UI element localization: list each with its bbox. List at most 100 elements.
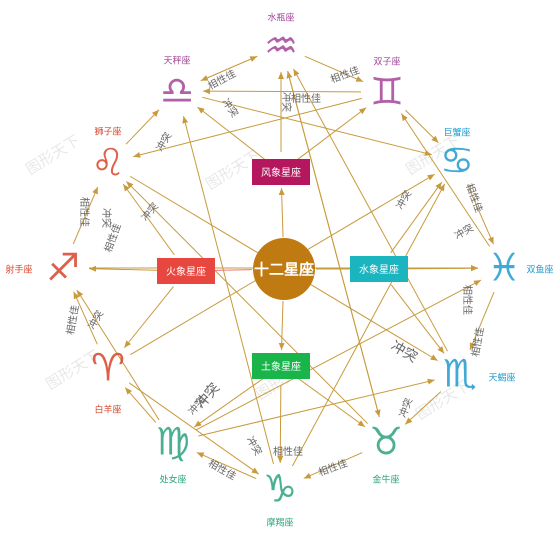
relation-arrow: [400, 113, 491, 247]
relation-arrow: [133, 97, 362, 158]
conflict-label: 冲突: [100, 208, 113, 228]
taurus-glyph-icon: ♉: [369, 420, 403, 464]
group-box-fire: 火象星座: [157, 258, 215, 284]
relation-arrow: [125, 181, 369, 424]
relation-arrow: [128, 382, 260, 475]
leo-label: 狮子座: [94, 126, 121, 138]
relation-arrow: [125, 109, 160, 145]
relation-arrow: [122, 183, 175, 256]
conflict-label: 冲突: [452, 221, 476, 242]
relation-arrow: [195, 279, 482, 431]
sign-gemini: ♊ 双子座: [370, 56, 404, 114]
compatible-label: 相性佳: [273, 445, 303, 458]
relation-arrow: [303, 452, 363, 479]
compatible-label: 相性佳: [463, 182, 485, 215]
compatible-label: 相性佳: [78, 197, 91, 227]
center-node: 十二星座: [253, 238, 315, 300]
relation-arrow: [404, 391, 442, 425]
gemini-label: 双子座: [373, 56, 400, 68]
scorpio-glyph-icon: ♏: [443, 352, 477, 396]
sign-aries: ♈ 白羊座: [91, 346, 125, 416]
taurus-label: 金牛座: [372, 474, 399, 486]
group-box-earth: 土象星座: [252, 353, 310, 379]
relation-arrow: [469, 291, 495, 351]
relation-arrow: [202, 96, 432, 156]
conflict-label: 冲突: [85, 308, 106, 332]
conflict-label: 冲突: [138, 200, 161, 224]
conflict-label: 冲突: [244, 434, 265, 458]
group-box-water: 水象星座: [350, 256, 408, 282]
conflict-label: 冲突: [219, 96, 241, 120]
sagittarius-label: 射手座: [5, 264, 32, 276]
relation-arrow: [466, 184, 495, 245]
sign-aquarius: ♒水瓶座: [264, 12, 298, 68]
compatible-label: 相性佳: [317, 456, 350, 478]
relation-arrow: [202, 88, 362, 95]
sign-capricorn: ♑ 摩羯座: [263, 467, 297, 529]
watermark-text: 图形天下: [23, 131, 83, 178]
compatible-label: 相性佳: [205, 67, 238, 93]
relation-arrow: [182, 116, 274, 464]
relation-arrow: [405, 109, 439, 144]
conflict-label: 冲突: [280, 92, 293, 112]
virgo-label: 处女座: [159, 474, 186, 486]
relation-arrow: [76, 289, 160, 421]
sign-taurus: ♉ 金牛座: [369, 420, 403, 486]
capricorn-glyph-icon: ♑: [263, 467, 297, 511]
relation-arrow: [198, 378, 435, 437]
sagittarius-glyph-icon: ♐: [46, 246, 80, 290]
compatible-label: 相性佳: [206, 456, 238, 482]
relation-arrow: [277, 385, 284, 464]
libra-glyph-icon: ♎: [160, 69, 194, 113]
relation-arrow: [286, 71, 380, 417]
sign-pisces: ♓ 双鱼座: [487, 246, 554, 290]
pisces-label: 双鱼座: [526, 264, 553, 276]
conflict-label: 冲突: [153, 130, 174, 154]
center-label: 十二星座: [254, 261, 314, 279]
relation-arrow: [278, 187, 285, 238]
sign-libra: ♎ 天秤座: [160, 55, 194, 113]
relation-arrow: [296, 377, 366, 428]
aries-label: 白羊座: [94, 404, 121, 416]
virgo-glyph-icon: ♍: [156, 420, 190, 464]
leo-glyph-icon: ♌: [91, 141, 125, 185]
cancer-label: 巨蟹座: [443, 127, 470, 139]
gemini-glyph-icon: ♊: [370, 70, 404, 114]
relation-arrow: [291, 183, 446, 467]
relation-arrow: [73, 291, 98, 345]
sign-leo: ♌ 狮子座: [91, 126, 125, 185]
compatible-label: 相性佳: [291, 92, 321, 105]
relation-arrow: [200, 55, 258, 82]
capricorn-label: 摩羯座: [266, 517, 293, 529]
relation-arrow: [72, 186, 99, 245]
relation-arrow: [88, 265, 167, 272]
group-box-air: 风象星座: [252, 159, 310, 185]
compatible-label: 相性佳: [461, 285, 474, 315]
conflict-label: 冲突: [388, 338, 420, 366]
sign-cancer: ♋巨蟹座: [440, 127, 474, 183]
group-label-fire: 火象星座: [166, 265, 206, 278]
relation-arrow: [293, 68, 448, 352]
relation-arrow: [124, 387, 157, 423]
relation-arrow: [304, 55, 364, 83]
conflict-label: 冲突: [393, 188, 414, 212]
libra-label: 天秤座: [163, 55, 190, 67]
group-label-earth: 土象星座: [261, 360, 301, 373]
relation-arrow: [390, 284, 445, 354]
pisces-glyph-icon: ♓: [487, 246, 521, 290]
relation-arrow: [197, 106, 266, 161]
sign-sagittarius: ♐ 射手座: [5, 246, 80, 290]
group-label-air: 风象星座: [261, 166, 301, 179]
cancer-glyph-icon: ♋: [440, 139, 474, 183]
relation-arrow: [123, 286, 174, 349]
aries-glyph-icon: ♈: [91, 346, 125, 390]
aquarius-label: 水瓶座: [267, 12, 294, 24]
aquarius-glyph-icon: ♒: [264, 24, 298, 68]
conflict-label: 冲突: [396, 396, 415, 419]
sign-virgo: ♍ 处女座: [156, 420, 190, 486]
sign-scorpio: ♏天蝎座: [443, 352, 516, 396]
relation-arrow: [278, 300, 285, 351]
relation-arrow: [196, 451, 257, 480]
relation-arrow: [390, 181, 443, 254]
